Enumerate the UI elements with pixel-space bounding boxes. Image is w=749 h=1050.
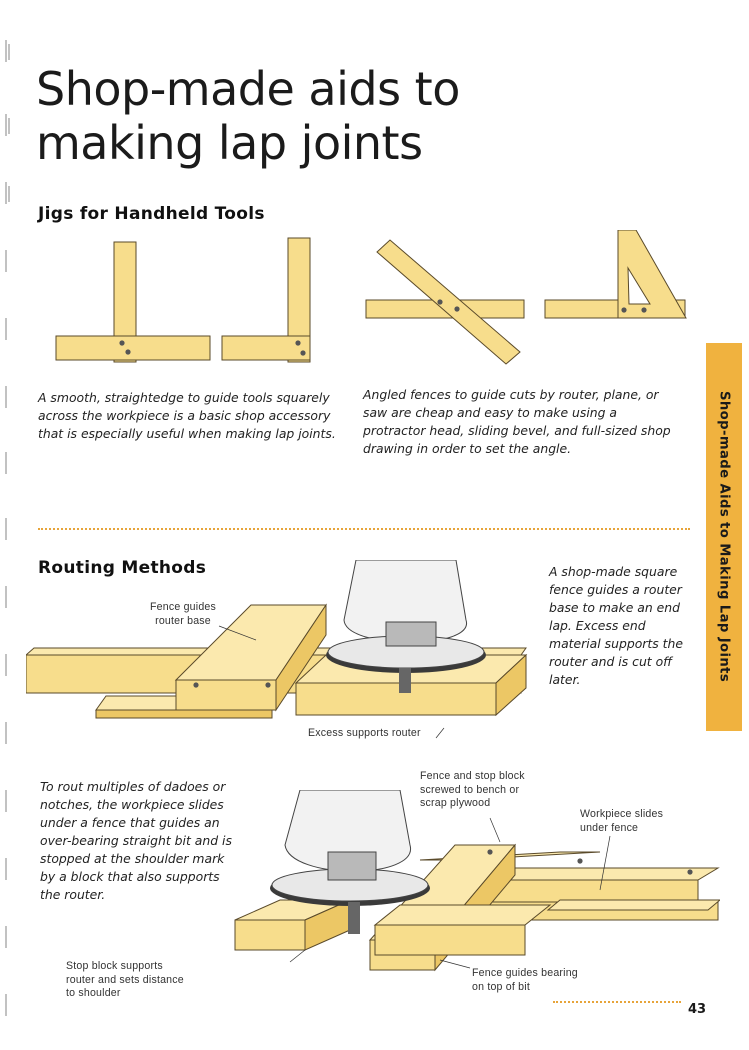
- label-stop-block-supports: Stop block supports router and sets dist…: [66, 960, 184, 999]
- label-workpiece-slides: Workpiece slides under fence: [580, 808, 664, 834]
- binding-marks: [5, 40, 10, 1016]
- triangle-fence-jig: [544, 230, 687, 319]
- routing-illustration-dadoes: [234, 790, 720, 972]
- routing-caption-multiples: To rout multiples of dadoes or notches, …: [40, 779, 232, 902]
- label-excess-supports-router: Excess supports router: [308, 727, 421, 739]
- jig-caption-square: A smooth, straightedge to guide tools sq…: [38, 390, 336, 441]
- side-tab-label: Shop-made Aids to Making Lap Joints: [716, 391, 732, 683]
- jig-illustrations: [55, 230, 687, 365]
- section-heading-jigs: Jigs for Handheld Tools: [38, 204, 265, 224]
- side-tab: [706, 343, 742, 731]
- section-heading-routing: Routing Methods: [38, 558, 207, 578]
- page-number: 43: [688, 1002, 707, 1017]
- l-square-jig: [221, 237, 311, 363]
- label-fence-and-stop-block: Fence and stop block screwed to bench or…: [420, 770, 525, 809]
- label-fence-guides-router-base: Fence guides router base: [150, 601, 217, 627]
- jig-caption-angled: Angled fences to guide cuts by router, p…: [363, 387, 671, 456]
- page-title: Shop-made aids to making lap joints: [36, 62, 460, 170]
- angled-fence-jig: [365, 239, 525, 365]
- t-square-jig: [55, 241, 211, 363]
- label-fence-guides-bearing: Fence guides bearing on top of bit: [472, 967, 578, 993]
- footer-divider: [553, 1001, 681, 1003]
- section-divider: [38, 528, 690, 530]
- routing-caption-end-lap: A shop-made square fence guides a router…: [549, 564, 683, 687]
- routing-illustration-end-lap: [26, 560, 528, 739]
